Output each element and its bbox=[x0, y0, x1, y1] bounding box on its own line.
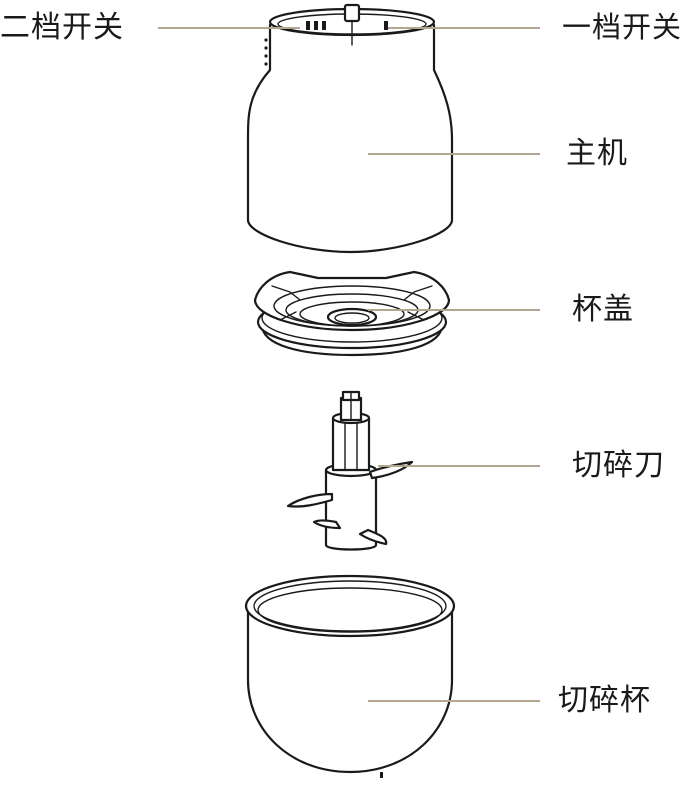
label-main-unit: 主机 bbox=[566, 136, 628, 171]
label-lid: 杯盖 bbox=[572, 292, 634, 327]
blade bbox=[286, 390, 414, 551]
label-switch-two: 二档开关 bbox=[0, 10, 124, 45]
label-switch-one: 一档开关 bbox=[562, 10, 683, 44]
leader-lines bbox=[158, 27, 540, 702]
label-blade: 切碎刀 bbox=[572, 448, 665, 483]
lid bbox=[253, 270, 451, 357]
main-unit bbox=[246, 3, 454, 254]
label-cup: 切碎杯 bbox=[558, 683, 651, 718]
cup bbox=[244, 574, 456, 778]
